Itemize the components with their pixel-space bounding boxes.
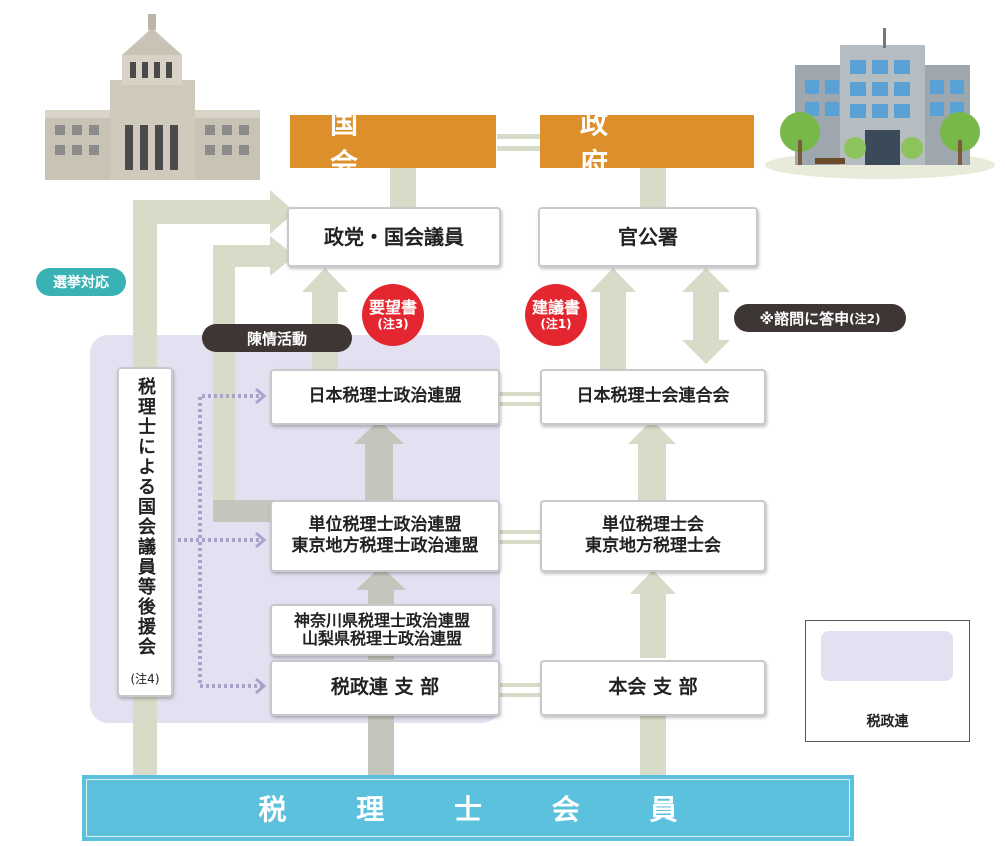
seito-box: 政党・国会議員	[287, 207, 501, 267]
kankousho-box: 官公署	[538, 207, 758, 267]
tan-i-kai-label-2: 東京地方税理士会	[585, 536, 721, 556]
tan-i-renmei-label-1: 単位税理士政治連盟	[308, 514, 462, 535]
kankousho-label: 官公署	[618, 224, 678, 249]
chinjo-label: 陳情活動	[202, 324, 352, 352]
kokkai-box: 国 会	[290, 107, 496, 180]
kengisho-text: 建議書	[531, 298, 580, 318]
nichizeiren-kai-label: 日本税理士会連合会	[576, 386, 730, 407]
nichizeiren-box: 日本税理士政治連盟	[270, 369, 500, 425]
legend-label: 税政連	[866, 714, 909, 730]
yobosho-badge: 要望書 (注3)	[362, 284, 424, 346]
tan-i-renmei-label-2: 東京地方税理士政治連盟	[291, 536, 479, 556]
legend-swatch	[821, 631, 953, 681]
shimon-text: ※諮問に答申	[759, 309, 850, 328]
koenkai-box: 税理士による国会議員等後援会 (注4)	[117, 367, 173, 697]
seifu-box: 政 府	[540, 107, 754, 180]
yobosho-text: 要望書	[368, 298, 417, 318]
nichizeiren-kai-box: 日本税理士会連合会	[540, 369, 766, 425]
kokkai-building-icon	[45, 14, 260, 180]
other-renmei-label-1: 神奈川県税理士政治連盟	[293, 610, 470, 630]
zeiseiren-shibu-box: 税政連 支 部	[270, 660, 500, 716]
kengisho-note: (注1)	[540, 317, 572, 332]
government-building-icon	[765, 28, 995, 179]
tan-i-kai-box: 単位税理士会 東京地方税理士会	[540, 500, 766, 572]
other-renmei-box: 神奈川県税理士政治連盟 山梨県税理士政治連盟	[270, 604, 494, 656]
tan-i-renmei-box: 単位税理士政治連盟 東京地方税理士政治連盟	[270, 500, 500, 572]
senkyo-label: 選挙対応	[36, 268, 126, 296]
kengisho-badge: 建議書 (注1)	[525, 284, 587, 346]
honkai-shibu-box: 本会 支 部	[540, 660, 766, 716]
shimon-label: ※諮問に答申 (注2)	[734, 304, 906, 332]
yobosho-note: (注3)	[377, 317, 409, 332]
zeiseiren-shibu-label: 税政連 支 部	[330, 676, 440, 699]
members-bar: 税 理 士 会 員	[82, 775, 854, 841]
seito-label: 政党・国会議員	[324, 224, 464, 249]
shimon-note: (注2)	[849, 311, 881, 326]
honkai-shibu-label: 本会 支 部	[608, 676, 698, 699]
other-renmei-label-2: 山梨県税理士政治連盟	[301, 629, 462, 648]
legend-box: 税政連	[805, 620, 970, 742]
nichizeiren-label: 日本税理士政治連盟	[308, 386, 462, 407]
support-dotted-arrows	[178, 394, 262, 688]
koenkai-label: 税理士による国会議員等後援会	[135, 377, 156, 657]
koenkai-note: (注4)	[130, 672, 160, 686]
tan-i-kai-label-1: 単位税理士会	[602, 514, 704, 535]
